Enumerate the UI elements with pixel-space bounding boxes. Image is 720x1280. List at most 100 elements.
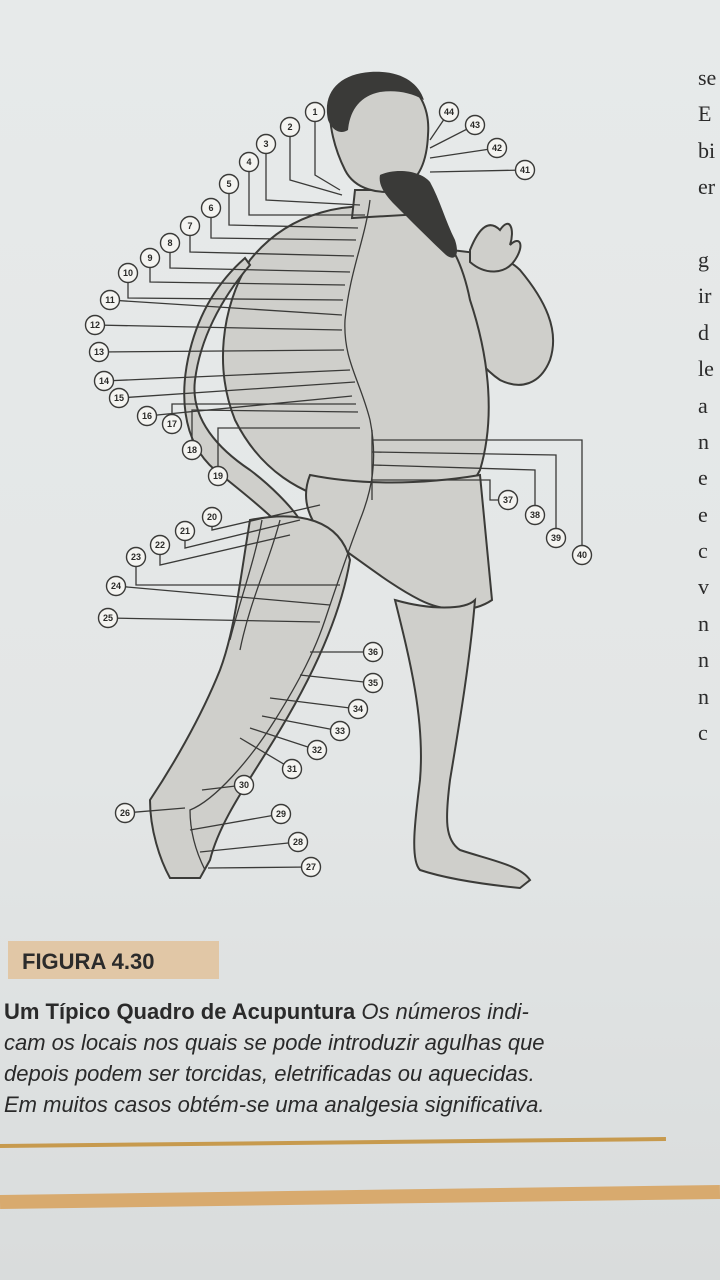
svg-text:40: 40	[577, 550, 587, 560]
point-marker-1: 1	[304, 101, 326, 123]
svg-text:37: 37	[503, 495, 513, 505]
point-marker-22: 22	[149, 534, 171, 556]
side-text-line: d	[698, 319, 709, 345]
human-figure	[148, 75, 555, 890]
hair	[326, 71, 424, 132]
point-marker-17: 17	[161, 413, 183, 435]
svg-text:10: 10	[123, 268, 133, 278]
caption-title: Um Típico Quadro de Acupuntura	[4, 999, 356, 1024]
point-marker-20: 20	[201, 506, 223, 528]
point-marker-42: 42	[486, 137, 508, 159]
svg-text:24: 24	[111, 581, 121, 591]
svg-text:43: 43	[470, 120, 480, 130]
svg-text:17: 17	[167, 419, 177, 429]
side-text-line: ir	[698, 283, 712, 309]
leader-lines-left	[94, 112, 365, 814]
svg-text:29: 29	[276, 809, 286, 819]
beard	[379, 170, 457, 258]
point-marker-14: 14	[93, 370, 115, 392]
side-text-line: g	[698, 246, 709, 272]
svg-text:5: 5	[226, 179, 231, 189]
svg-text:13: 13	[94, 347, 104, 357]
figure-label: FIGURA 4.30	[22, 949, 155, 974]
point-marker-38: 38	[524, 504, 546, 526]
point-marker-13: 13	[88, 341, 110, 363]
svg-text:7: 7	[187, 221, 192, 231]
svg-text:6: 6	[208, 203, 213, 213]
svg-text:34: 34	[353, 704, 363, 714]
figure-label-box: FIGURA 4.30	[8, 941, 219, 979]
point-marker-23: 23	[125, 546, 147, 568]
svg-text:15: 15	[114, 393, 124, 403]
side-text-line: n	[698, 428, 709, 454]
svg-text:20: 20	[207, 512, 217, 522]
svg-text:31: 31	[287, 764, 297, 774]
side-text-line: le	[698, 356, 714, 382]
adjacent-column-text: se E bi er g ir d le a n e e c v n n n c	[698, 60, 720, 751]
point-marker-4: 4	[238, 151, 260, 173]
point-marker-27: 27	[300, 856, 322, 878]
side-text-line: c	[698, 720, 708, 746]
svg-text:30: 30	[239, 780, 249, 790]
point-marker-6: 6	[200, 197, 222, 219]
point-marker-31: 31	[281, 758, 303, 780]
point-marker-33: 33	[329, 720, 351, 742]
svg-text:2: 2	[287, 122, 292, 132]
point-marker-7: 7	[179, 215, 201, 237]
svg-text:41: 41	[520, 165, 530, 175]
svg-text:36: 36	[368, 647, 378, 657]
caption-line-4: Em muitos casos obtém-se uma analgesia s…	[4, 1092, 545, 1117]
side-text-line: e	[698, 465, 708, 491]
svg-text:22: 22	[155, 540, 165, 550]
svg-text:12: 12	[90, 320, 100, 330]
point-marker-10: 10	[117, 262, 139, 284]
svg-text:26: 26	[120, 808, 130, 818]
svg-text:19: 19	[213, 471, 223, 481]
svg-text:21: 21	[180, 526, 190, 536]
svg-text:14: 14	[99, 376, 109, 386]
side-text-line: v	[698, 574, 709, 600]
point-marker-36: 36	[362, 641, 384, 663]
point-markers: 1 2 3 4 5 6 7 8 9 10 11 12 13 14 15 16 1…	[84, 101, 593, 878]
side-text-line: E	[698, 101, 712, 127]
point-marker-25: 25	[97, 607, 119, 629]
side-text-line: bi	[698, 137, 716, 163]
point-marker-32: 32	[306, 739, 328, 761]
point-marker-29: 29	[270, 803, 292, 825]
point-marker-11: 11	[99, 289, 121, 311]
point-marker-44: 44	[438, 101, 460, 123]
point-marker-37: 37	[497, 489, 519, 511]
side-text-line: a	[698, 392, 708, 418]
point-marker-28: 28	[287, 831, 309, 853]
svg-text:1: 1	[312, 107, 317, 117]
point-marker-40: 40	[571, 544, 593, 566]
point-marker-34: 34	[347, 698, 369, 720]
point-marker-16: 16	[136, 405, 158, 427]
figure-caption: Um Típico Quadro de Acupuntura Os número…	[4, 996, 684, 1120]
point-marker-39: 39	[545, 527, 567, 549]
svg-text:8: 8	[167, 238, 172, 248]
point-marker-43: 43	[464, 114, 486, 136]
caption-text: Os números indi-	[361, 999, 529, 1024]
point-marker-19: 19	[207, 465, 229, 487]
svg-text:18: 18	[187, 445, 197, 455]
svg-text:42: 42	[492, 143, 502, 153]
svg-text:33: 33	[335, 726, 345, 736]
side-text-line: n	[698, 610, 709, 636]
point-marker-3: 3	[255, 133, 277, 155]
caption-rule	[0, 1137, 666, 1148]
svg-text:25: 25	[103, 613, 113, 623]
svg-text:44: 44	[444, 107, 454, 117]
svg-text:23: 23	[131, 552, 141, 562]
meridian-line	[189, 199, 375, 871]
point-marker-35: 35	[362, 672, 384, 694]
svg-text:11: 11	[105, 295, 115, 305]
svg-text:4: 4	[246, 157, 251, 167]
point-marker-15: 15	[108, 387, 130, 409]
svg-text:32: 32	[312, 745, 322, 755]
svg-text:27: 27	[306, 862, 316, 872]
svg-text:35: 35	[368, 678, 378, 688]
side-text-line: er	[698, 174, 716, 200]
point-marker-9: 9	[139, 247, 161, 269]
side-text-line: se	[698, 65, 717, 90]
